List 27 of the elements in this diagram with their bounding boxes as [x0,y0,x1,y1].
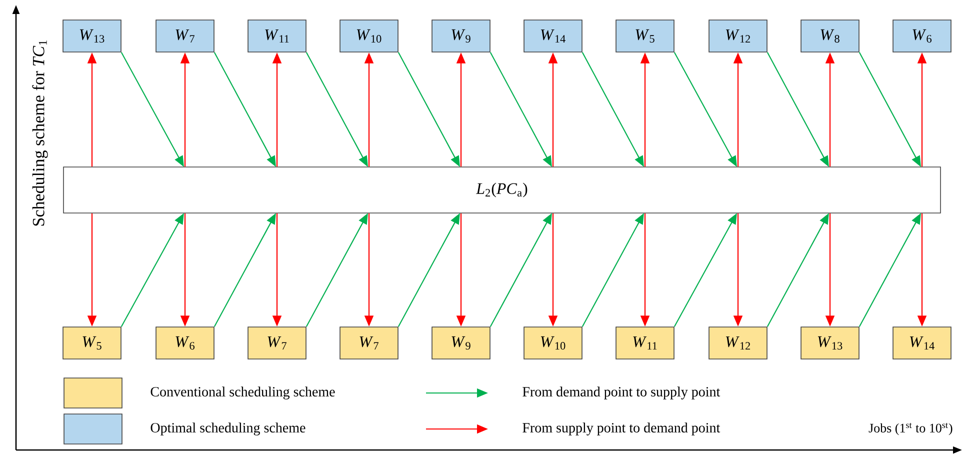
job-box: W$_{14}$ [524,20,582,52]
job-box: W$_{6}$ [156,326,214,360]
job-box: W$_{5}$ [616,20,674,52]
legend-text: From supply point to demand point [522,422,720,436]
job-box: W$_{13}$ [800,326,860,360]
legend-text: From demand point to supply point [522,386,720,400]
job-box: W$_{6}$ [892,20,952,52]
legend-text: Conventional scheduling scheme [150,386,335,400]
job-box: W$_{7}$ [248,326,306,360]
job-box: W$_{11}$ [248,20,306,52]
job-box: W$_{8}$ [800,20,860,52]
job-box: W$_{9}$ [432,326,490,360]
job-box: W$_{10}$ [524,326,582,360]
job-box: W$_{13}$ [62,20,122,52]
job-box: W$_{5}$ [62,326,122,360]
axis-label: Scheduling scheme for TC$_{1}$ [32,40,48,226]
job-box: W$_{9}$ [432,20,490,52]
job-box: W$_{10}$ [340,20,398,52]
job-box: W$_{7}$ [340,326,398,360]
job-box: W$_{12}$ [708,20,768,52]
legend-text: Optimal scheduling scheme [150,422,306,436]
process-bar: L$_{2}$(PC$_{a}$) [63,166,941,214]
axis-label: Jobs (1$^{st}$ to 10$^{st}$) [868,422,952,436]
job-box: W$_{14}$ [892,326,952,360]
job-box: W$_{12}$ [708,326,768,360]
job-box: W$_{7}$ [156,20,214,52]
job-box: W$_{11}$ [616,326,674,360]
